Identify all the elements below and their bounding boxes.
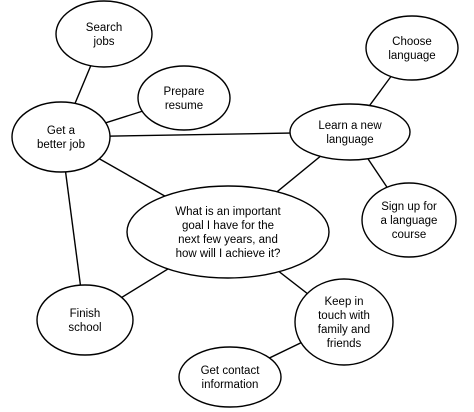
node-job-line: Get a: [47, 125, 76, 137]
node-contact: Get contact information: [178, 346, 282, 408]
node-school-label: Finish school: [68, 308, 101, 334]
node-signup-line: a language: [381, 215, 438, 227]
node-contact-line: Get contact: [201, 365, 261, 377]
node-school-line: school: [68, 322, 101, 334]
node-goal: What is an important goal I have for the n…: [126, 185, 330, 279]
node-school-ellipse: [36, 284, 134, 356]
node-search-label: Search jobs: [86, 22, 122, 48]
node-signup: Sign up for a language course: [361, 182, 457, 258]
node-resume-label: Prepare resume: [164, 86, 205, 112]
node-touch-line: Keep in: [324, 296, 363, 308]
node-job-label: Get a better job: [37, 125, 85, 151]
node-goal-line: how will I achieve it?: [176, 248, 281, 260]
node-job: Get a better job: [11, 101, 111, 173]
node-resume-ellipse: [137, 65, 231, 131]
node-signup-line: course: [392, 229, 427, 241]
node-job-ellipse: [11, 101, 111, 173]
node-goal-line: What is an important: [175, 206, 281, 218]
node-signup-label: Sign up for a language course: [381, 201, 438, 241]
node-language-line: language: [388, 50, 435, 62]
node-touch-line: friends: [327, 338, 362, 350]
node-goal-label: What is an important goal I have for the n…: [175, 206, 281, 260]
node-goal-line: goal I have for the: [182, 220, 274, 232]
node-learn-line: Learn a new: [318, 120, 382, 132]
node-search-line: Search: [86, 22, 122, 34]
node-language-line: Choose: [392, 36, 432, 48]
node-goal-ellipse: [126, 185, 330, 279]
node-signup-line: Sign up for: [381, 201, 437, 213]
node-search: Search jobs: [55, 0, 153, 68]
node-touch: Keep in touch with family and friends: [294, 278, 394, 366]
node-search-ellipse: [55, 0, 153, 68]
node-touch-label: Keep in touch with family and friends: [318, 296, 370, 350]
node-school-line: Finish: [70, 308, 101, 320]
node-learn-line: language: [326, 134, 373, 146]
node-contact-ellipse: [178, 346, 282, 408]
node-learn: Learn a new language: [289, 103, 411, 161]
node-learn-label: Learn a new language: [318, 120, 382, 146]
node-touch-line: touch with: [318, 310, 370, 322]
node-search-line: jobs: [92, 36, 114, 48]
node-touch-ellipse: [294, 278, 394, 366]
node-resume-line: Prepare: [164, 86, 205, 98]
node-learn-ellipse: [289, 103, 411, 161]
node-resume-line: resume: [165, 100, 203, 112]
node-contact-line: information: [202, 379, 259, 391]
node-language: Choose language: [365, 15, 459, 81]
node-touch-line: family and: [318, 324, 370, 336]
node-signup-ellipse: [361, 182, 457, 258]
node-contact-label: Get contact information: [201, 365, 261, 391]
node-job-line: better job: [37, 139, 85, 151]
node-language-ellipse: [365, 15, 459, 81]
node-goal-line: next few years, and: [178, 234, 278, 246]
node-school: Finish school: [36, 284, 134, 356]
node-resume: Prepare resume: [137, 65, 231, 131]
node-language-label: Choose language: [388, 36, 435, 62]
